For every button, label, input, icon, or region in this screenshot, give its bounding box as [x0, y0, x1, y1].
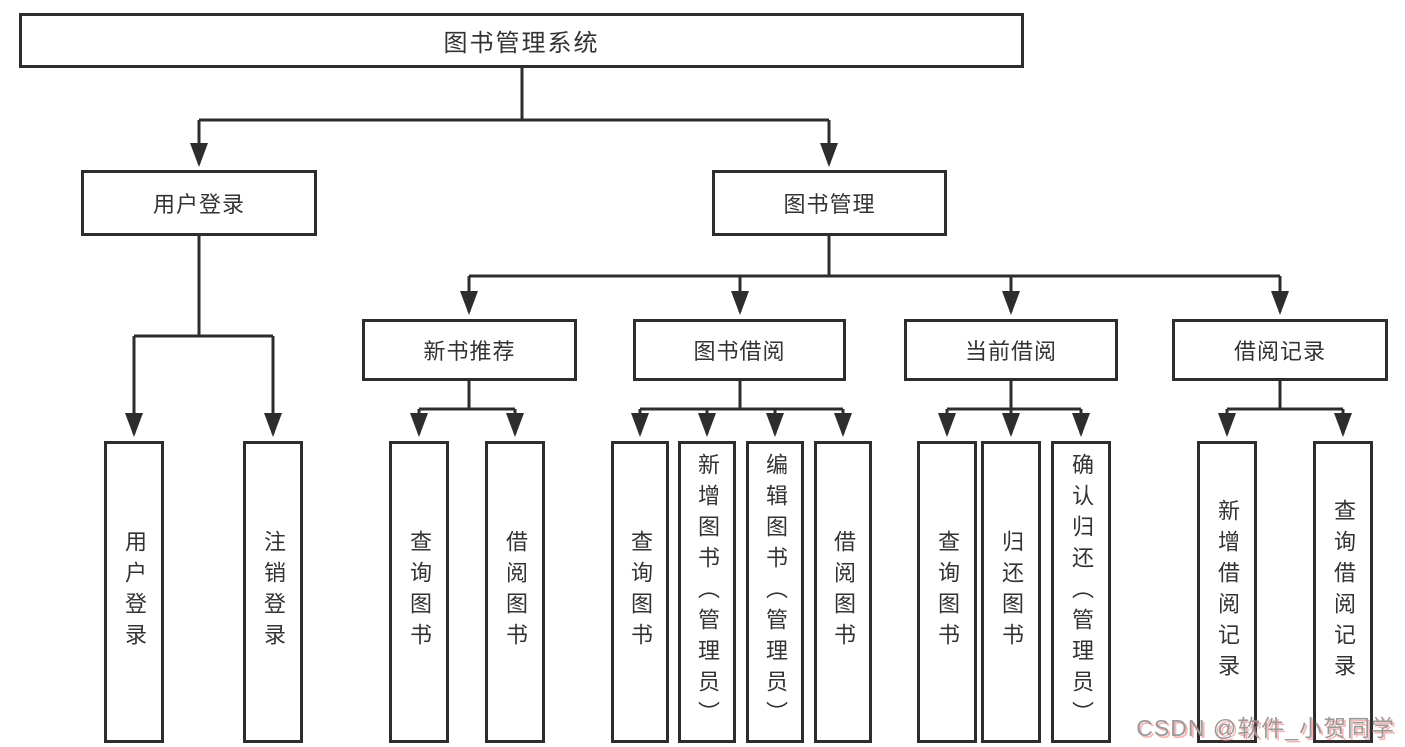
- node-label: 用户登录: [152, 192, 245, 217]
- leaf-borrow-add-books-admin: 新增图书（管理员）: [678, 441, 736, 743]
- node-book-management: 图书管理: [712, 170, 947, 236]
- leaf-records-add-record: 新增借阅记录: [1197, 441, 1257, 743]
- node-label: 查询借阅记录: [1331, 499, 1356, 685]
- leaf-logout: 注销登录: [243, 441, 303, 743]
- node-label: 借阅图书: [503, 530, 528, 654]
- node-label: 归还图书: [999, 530, 1024, 654]
- node-label: 用户登录: [122, 530, 147, 654]
- leaf-borrow-query-books: 查询图书: [611, 441, 669, 743]
- node-label: 查询图书: [407, 530, 432, 654]
- leaf-newbook-query-books: 查询图书: [389, 441, 449, 743]
- node-label: 查询图书: [935, 530, 960, 654]
- node-label: 编辑图书（管理员）: [763, 452, 788, 732]
- node-label: 图书管理系统: [443, 30, 600, 57]
- node-label: 图书管理: [783, 192, 876, 217]
- leaf-records-query-record: 查询借阅记录: [1313, 441, 1373, 743]
- watermark: CSDN @软件_小贺同学: [1136, 715, 1395, 741]
- leaf-newbook-borrow-books: 借阅图书: [485, 441, 545, 743]
- node-library-management-system: 图书管理系统: [19, 13, 1024, 68]
- node-user-login: 用户登录: [81, 170, 317, 236]
- node-label: 确认归还（管理员）: [1069, 452, 1094, 732]
- node-label: 新增借阅记录: [1215, 499, 1240, 685]
- leaf-current-confirm-return-admin: 确认归还（管理员）: [1051, 441, 1111, 743]
- node-current-borrow: 当前借阅: [904, 319, 1118, 381]
- leaf-borrow-borrow-books: 借阅图书: [814, 441, 872, 743]
- leaf-borrow-edit-books-admin: 编辑图书（管理员）: [746, 441, 804, 743]
- node-label: 借阅记录: [1233, 339, 1326, 364]
- node-book-borrow: 图书借阅: [633, 319, 846, 381]
- leaf-user-login: 用户登录: [104, 441, 164, 743]
- node-label: 注销登录: [261, 530, 286, 654]
- node-label: 查询图书: [628, 530, 653, 654]
- node-borrow-records: 借阅记录: [1172, 319, 1388, 381]
- node-label: 新书推荐: [423, 339, 516, 364]
- node-new-book-recommend: 新书推荐: [362, 319, 577, 381]
- node-label: 借阅图书: [831, 530, 856, 654]
- leaf-current-query-books: 查询图书: [917, 441, 977, 743]
- node-label: 图书借阅: [693, 339, 786, 364]
- node-label: 新增图书（管理员）: [695, 452, 720, 732]
- leaf-current-return-books: 归还图书: [981, 441, 1041, 743]
- node-label: 当前借阅: [964, 339, 1057, 364]
